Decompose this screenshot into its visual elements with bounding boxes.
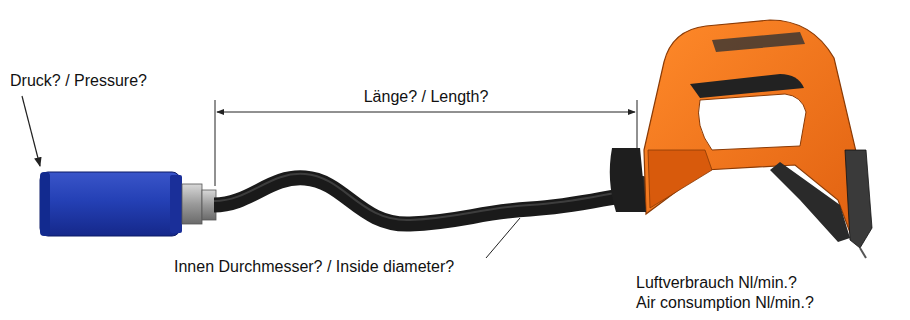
hose	[214, 178, 642, 224]
air-source	[40, 172, 180, 236]
magazine	[770, 162, 850, 242]
consumption-label: Air consumption Nl/min.?	[634, 294, 816, 312]
leader-line	[486, 218, 520, 258]
extension-line	[215, 100, 216, 186]
leader-arrow	[22, 96, 40, 166]
cylinder-cap	[170, 175, 182, 233]
pressure-label: Druck? / Pressure?	[8, 72, 149, 90]
consumption-label: Luftverbrauch Nl/min.?	[634, 274, 799, 292]
dimension-line	[217, 112, 635, 113]
hose-fitting	[202, 190, 216, 220]
hose-highlight	[214, 174, 642, 220]
length-label: Länge? / Length?	[362, 88, 491, 106]
label-plate	[712, 32, 805, 52]
diameter-label: Innen Durchmesser? / Inside diameter?	[172, 258, 456, 276]
nose-tip	[860, 248, 866, 258]
cylinder-cap	[40, 172, 50, 236]
extension-line	[637, 100, 638, 150]
grip	[690, 74, 804, 98]
end-cap	[610, 148, 646, 212]
nose	[845, 150, 872, 248]
hose-fitting	[182, 184, 202, 224]
battery-housing	[648, 150, 712, 208]
handle-opening	[699, 94, 807, 150]
